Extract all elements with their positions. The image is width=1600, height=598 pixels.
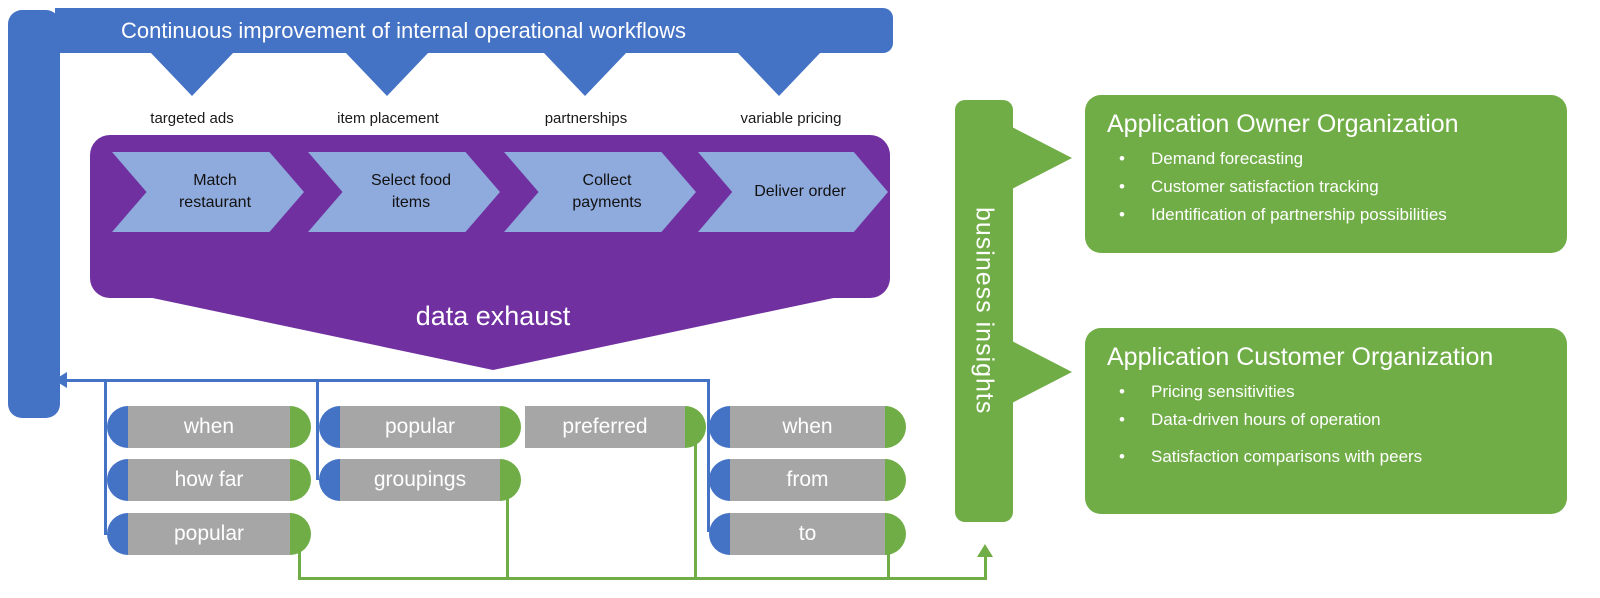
- banner-down-arrow-3: [543, 52, 627, 96]
- insights-right-arrow-2: [1012, 341, 1072, 403]
- green-up-connector: [984, 555, 987, 580]
- pill-popular-1: popular: [107, 513, 311, 555]
- customer-bullet-list: Pricing sensitivities Data-driven hours …: [1105, 378, 1547, 471]
- banner-down-arrow-2: [345, 52, 429, 96]
- pill-label: from: [730, 459, 885, 501]
- blue-vertical-connector-3: [707, 380, 710, 532]
- owner-organization-box: Application Owner Organization Demand fo…: [1085, 95, 1567, 253]
- pill-label: popular: [340, 406, 500, 448]
- banner-down-arrow-4: [737, 52, 821, 96]
- customer-box-title: Application Customer Organization: [1107, 343, 1494, 371]
- customer-bullet: Pricing sensitivities: [1105, 378, 1547, 406]
- blue-vertical-connector-1: [104, 380, 107, 535]
- pill-when-2: when: [709, 406, 906, 448]
- step-label: Match restaurant: [178, 172, 252, 211]
- top-banner-label: Continuous improvement of internal opera…: [121, 18, 686, 43]
- step-label: Collect payments: [572, 172, 642, 211]
- owner-box-title: Application Owner Organization: [1107, 110, 1459, 138]
- pill-to: to: [709, 513, 906, 555]
- owner-bullet: Identification of partnership possibilit…: [1105, 201, 1547, 229]
- customer-organization-box: Application Customer Organization Pricin…: [1085, 328, 1567, 514]
- green-vertical-connector-1: [298, 538, 301, 580]
- owner-bullet: Customer satisfaction tracking: [1105, 173, 1547, 201]
- business-insights-bar: business insights: [955, 100, 1013, 522]
- step-label: Select food items: [370, 172, 452, 211]
- pill-how-far: how far: [107, 459, 311, 501]
- pill-label: to: [730, 513, 885, 555]
- step-label: Deliver order: [754, 183, 846, 201]
- label-item-placement: item placement: [337, 110, 439, 127]
- pill-groupings: groupings: [319, 459, 521, 501]
- green-vertical-connector-3: [694, 440, 697, 580]
- blue-horizontal-connector: [66, 379, 710, 382]
- insights-right-arrow-1: [1012, 127, 1072, 189]
- customer-bullet: Data-driven hours of operation: [1105, 406, 1547, 434]
- feedback-arrowhead-icon: [54, 372, 67, 388]
- pill-label: when: [128, 406, 290, 448]
- pill-when-1: when: [107, 406, 311, 448]
- owner-bullet-list: Demand forecasting Customer satisfaction…: [1105, 145, 1547, 229]
- customer-bullet: Satisfaction comparisons with peers: [1105, 443, 1547, 471]
- pill-popular-2: popular: [319, 406, 521, 448]
- blue-vertical-connector-2: [316, 380, 319, 480]
- pill-label: popular: [128, 513, 290, 555]
- label-partnerships: partnerships: [544, 110, 628, 127]
- owner-bullet: Demand forecasting: [1105, 145, 1547, 173]
- business-insights-label: business insights: [970, 207, 999, 415]
- label-targeted-ads: targeted ads: [150, 110, 234, 127]
- banner-down-arrow-1: [150, 52, 234, 96]
- green-vertical-connector-4: [887, 538, 890, 580]
- step-deliver-order: Deliver order: [698, 152, 888, 232]
- insights-arrowhead-icon: [977, 544, 993, 557]
- pill-label: groupings: [340, 459, 500, 501]
- pill-preferred: preferred: [525, 406, 706, 448]
- pill-label: when: [730, 406, 885, 448]
- green-vertical-connector-2: [506, 492, 509, 580]
- pill-from: from: [709, 459, 906, 501]
- green-horizontal-connector: [298, 577, 987, 580]
- top-banner: Continuous improvement of internal opera…: [55, 8, 893, 53]
- data-exhaust-funnel: data exhaust: [143, 296, 843, 370]
- data-exhaust-label: data exhaust: [415, 301, 571, 331]
- feedback-loop-bar: [8, 10, 60, 418]
- label-variable-pricing: variable pricing: [740, 110, 842, 127]
- pill-label: how far: [128, 459, 290, 501]
- pill-label: preferred: [525, 406, 685, 448]
